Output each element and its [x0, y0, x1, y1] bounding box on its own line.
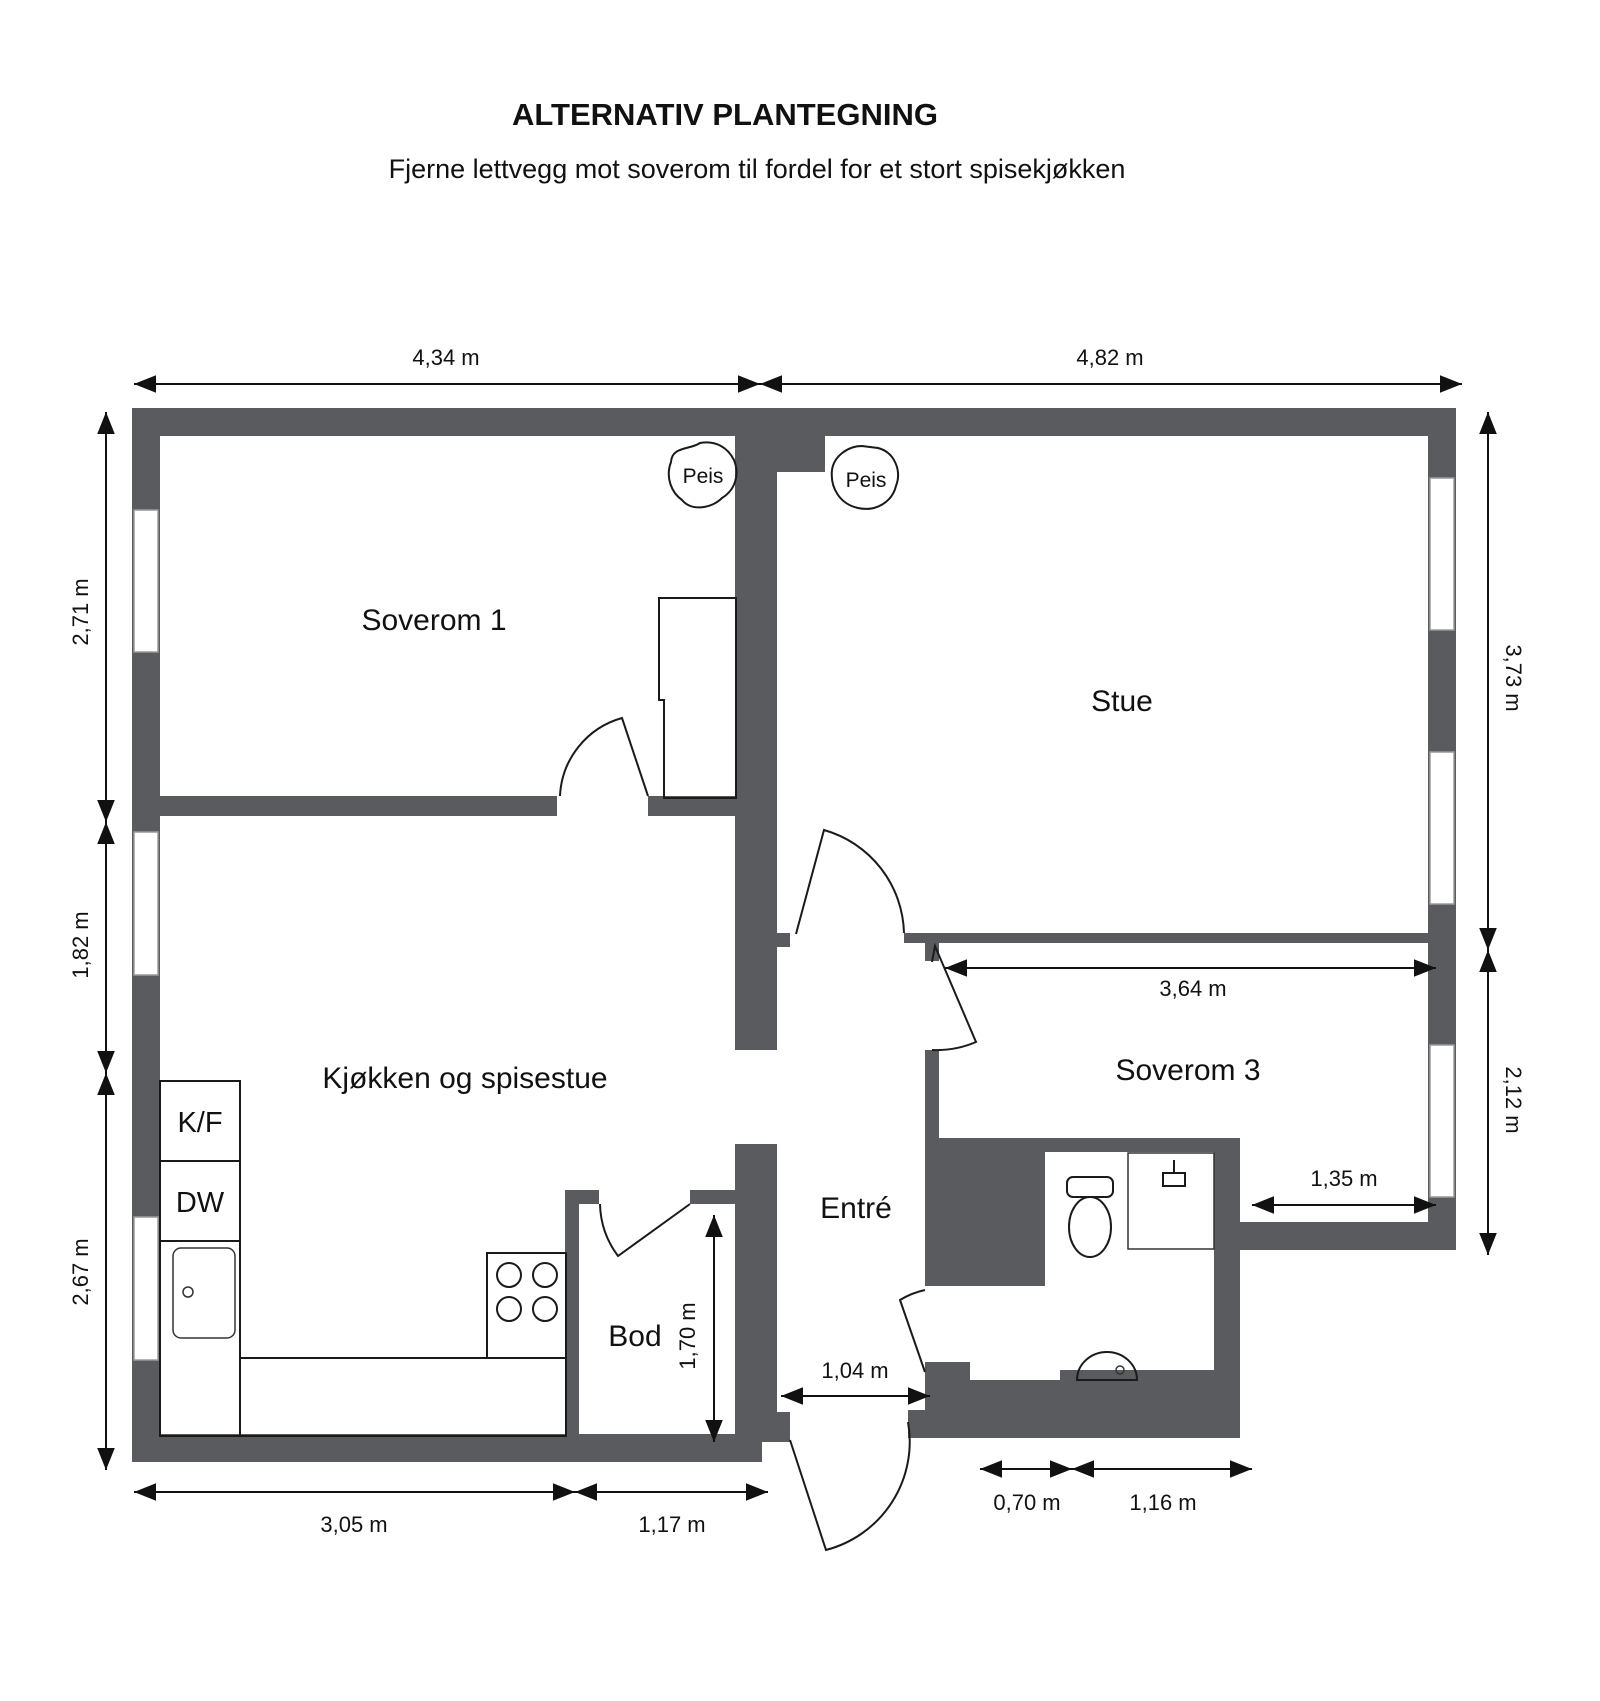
dim-top-left: 4,34 m: [412, 345, 479, 370]
dim-bath-right: 1,35 m: [1310, 1166, 1377, 1191]
door-stue: [795, 828, 905, 935]
fireplace-left: Peis: [667, 441, 738, 509]
room-soverom3: Soverom 3: [1115, 1054, 1260, 1087]
dimension-labels: 4,34 m 4,82 m 2,71 m 1,82 m 2,67 m 3,73 …: [68, 345, 1526, 1537]
windows: [133, 477, 1455, 1361]
stove: [486, 1252, 567, 1359]
fireplace-left-label: Peis: [683, 465, 724, 488]
dim-left-bottom: 2,67 m: [68, 1238, 93, 1305]
fireplace-icon: [667, 441, 738, 509]
toilet-tank-icon: [1066, 1176, 1114, 1198]
dim-bottom-mid: 1,17 m: [638, 1512, 705, 1537]
sink-drain-icon: [182, 1286, 194, 1298]
room-bod: Bod: [608, 1320, 661, 1353]
counter-bottom: [239, 1357, 567, 1437]
dim-bottom-left: 3,05 m: [320, 1512, 387, 1537]
dim-right-bottom: 2,12 m: [1501, 1066, 1526, 1133]
walls: [132, 408, 1456, 1462]
door-bath: [898, 1289, 926, 1373]
dim-bottom-right-b: 1,16 m: [1129, 1490, 1196, 1515]
wardrobe: [658, 597, 737, 799]
door-soverom1: [559, 716, 649, 797]
wall-bod-top-right: [690, 1190, 738, 1204]
wall-bath-bottom-right: [1240, 1222, 1456, 1250]
stove-burner-icon: [496, 1296, 522, 1322]
dim-soverom3: 3,64 m: [1159, 976, 1226, 1001]
wall-center-upper: [735, 408, 777, 1050]
door-bod: [599, 1203, 691, 1258]
wall-bod-left: [565, 1190, 579, 1434]
wall-stue-bottom: [904, 933, 1456, 943]
wall-center-lower: [735, 1144, 777, 1442]
window-soverom1: [133, 509, 159, 653]
sink-icon: [172, 1247, 236, 1339]
window-soverom3: [1429, 1044, 1455, 1198]
stove-burner-icon: [496, 1262, 522, 1288]
dim-top-right: 4,82 m: [1076, 345, 1143, 370]
dim-entre: 1,04 m: [821, 1358, 888, 1383]
doors: [559, 716, 978, 1552]
room-entre: Entré: [820, 1192, 892, 1225]
counter-sink-unit: [159, 1240, 241, 1437]
wall-bath-top: [1040, 1138, 1240, 1152]
dim-left-mid: 1,82 m: [68, 911, 93, 978]
wall-bath-left-block: [925, 1138, 1045, 1286]
door-entry: [789, 1421, 911, 1552]
bath-fixtures: [1066, 1152, 1215, 1381]
dim-left-top: 2,71 m: [68, 578, 93, 645]
plan-title: ALTERNATIV PLANTEGNING: [512, 97, 938, 132]
washbasin-drain-icon: [1115, 1365, 1125, 1375]
wall-center-jamb: [762, 1412, 790, 1442]
wall-stue-jamb: [776, 933, 790, 947]
wall-bod-top-left: [565, 1190, 599, 1204]
window-kitchen-lower: [133, 1216, 159, 1361]
room-kjokken: Kjøkken og spisestue: [322, 1062, 607, 1095]
wall-soverom3-left: [925, 1050, 939, 1140]
window-stue-lower: [1429, 751, 1455, 905]
window-stue-upper: [1429, 477, 1455, 631]
room-stue: Stue: [1091, 685, 1153, 718]
dim-bod: 1,70 m: [675, 1302, 700, 1369]
wall-bath-bottom-ledge2: [970, 1380, 1060, 1410]
dim-right-top: 3,73 m: [1501, 644, 1526, 711]
fireplace-right: Peis: [830, 444, 899, 510]
wall-soverom1-right: [648, 796, 748, 816]
fireplace-right-label: Peis: [846, 469, 887, 492]
kitchen-fixtures: K/F DW: [159, 597, 737, 1437]
wall-bath-lower-left: [925, 1362, 970, 1422]
door-soverom3: [931, 942, 978, 1052]
dimension-lines: [97, 375, 1497, 1501]
shower: [1127, 1152, 1215, 1250]
shower-head-icon: [1162, 1172, 1186, 1187]
wall-outer-bottom-left: [132, 1434, 762, 1462]
fireplace-icon: [830, 444, 899, 510]
washbasin-icon: [1075, 1351, 1139, 1381]
dim-bottom-right-a: 0,70 m: [993, 1490, 1060, 1515]
plan-subtitle: Fjerne lettvegg mot soverom til fordel f…: [389, 154, 1126, 184]
room-soverom1: Soverom 1: [361, 604, 506, 637]
dishwasher-label: DW: [176, 1187, 225, 1219]
fridge-label: K/F: [177, 1107, 222, 1139]
wall-bath-right: [1214, 1138, 1240, 1438]
wall-center-notch: [735, 420, 825, 472]
toilet-bowl-icon: [1068, 1196, 1112, 1258]
wall-soverom1-left: [132, 796, 557, 816]
stove-burner-icon: [532, 1262, 558, 1288]
window-kitchen-upper: [133, 831, 159, 976]
stove-burner-icon: [532, 1296, 558, 1322]
